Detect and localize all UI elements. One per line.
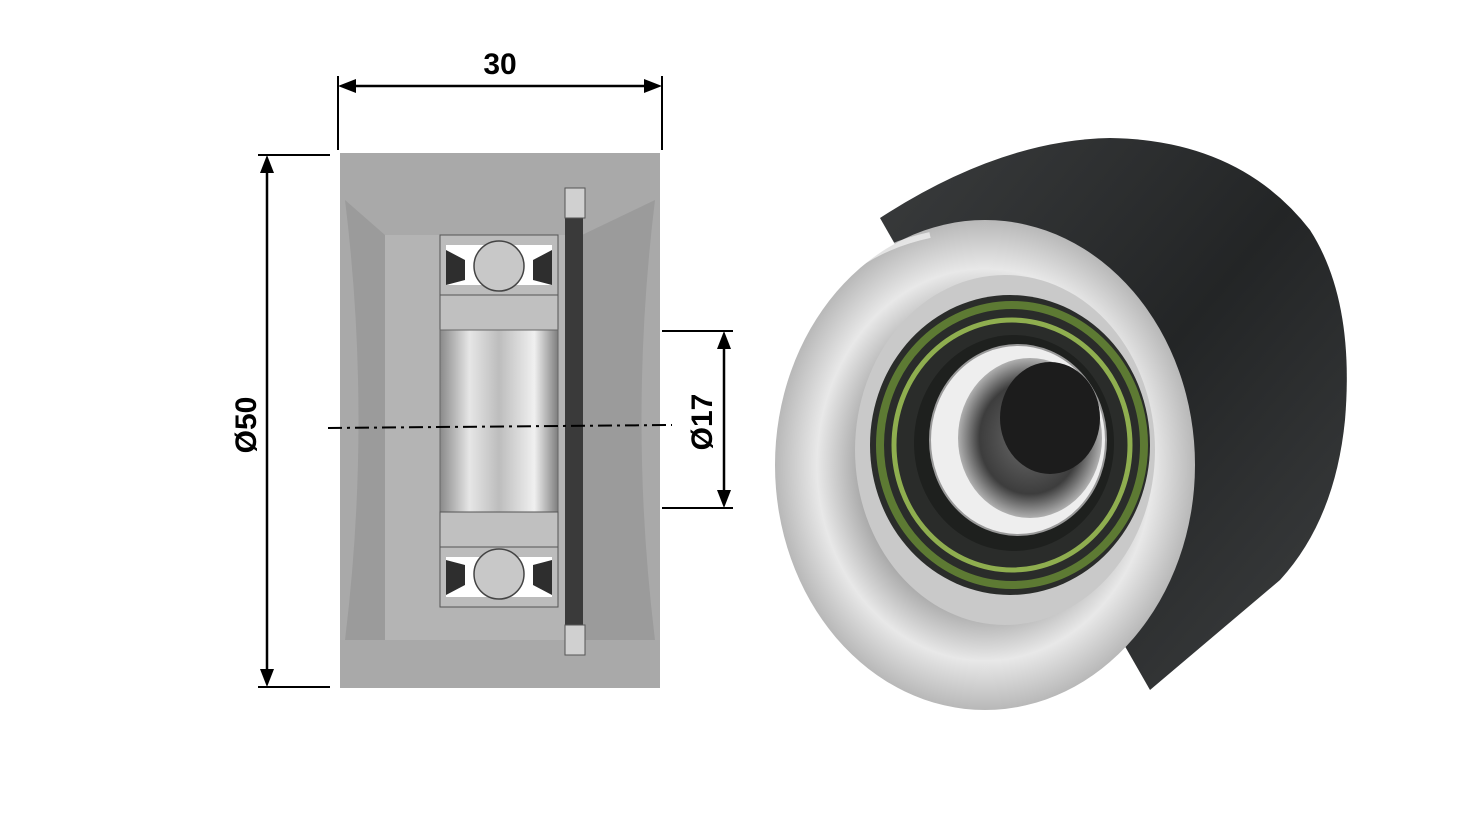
inner-race [439, 294, 559, 331]
center-line [327, 424, 673, 429]
seal-inner [891, 317, 1133, 573]
ball-top [473, 240, 525, 292]
face-highlight [817, 232, 931, 302]
bearing-bottom [439, 546, 559, 608]
seal-outer [876, 301, 1148, 589]
retaining-ring-top [564, 187, 586, 219]
ball-bottom [473, 548, 525, 600]
dimension-bore-diameter: Ø17 [662, 330, 733, 509]
inner-race-lower [439, 511, 559, 548]
width-label: 30 [483, 48, 516, 81]
bearing-top [439, 234, 559, 296]
bore-diameter-label: Ø17 [686, 394, 719, 451]
outer-diameter-label: Ø50 [230, 397, 263, 454]
tyre-recess-left [345, 200, 385, 640]
dimension-outer-diameter: Ø50 [230, 154, 330, 688]
shaft [439, 329, 559, 513]
roller-3d-render [775, 138, 1347, 710]
tyre-recess-right [582, 200, 655, 640]
dimension-width: 30 [337, 48, 663, 150]
bore-far [1000, 362, 1100, 474]
section-view [327, 153, 673, 688]
retaining-ring-bottom [564, 624, 586, 656]
